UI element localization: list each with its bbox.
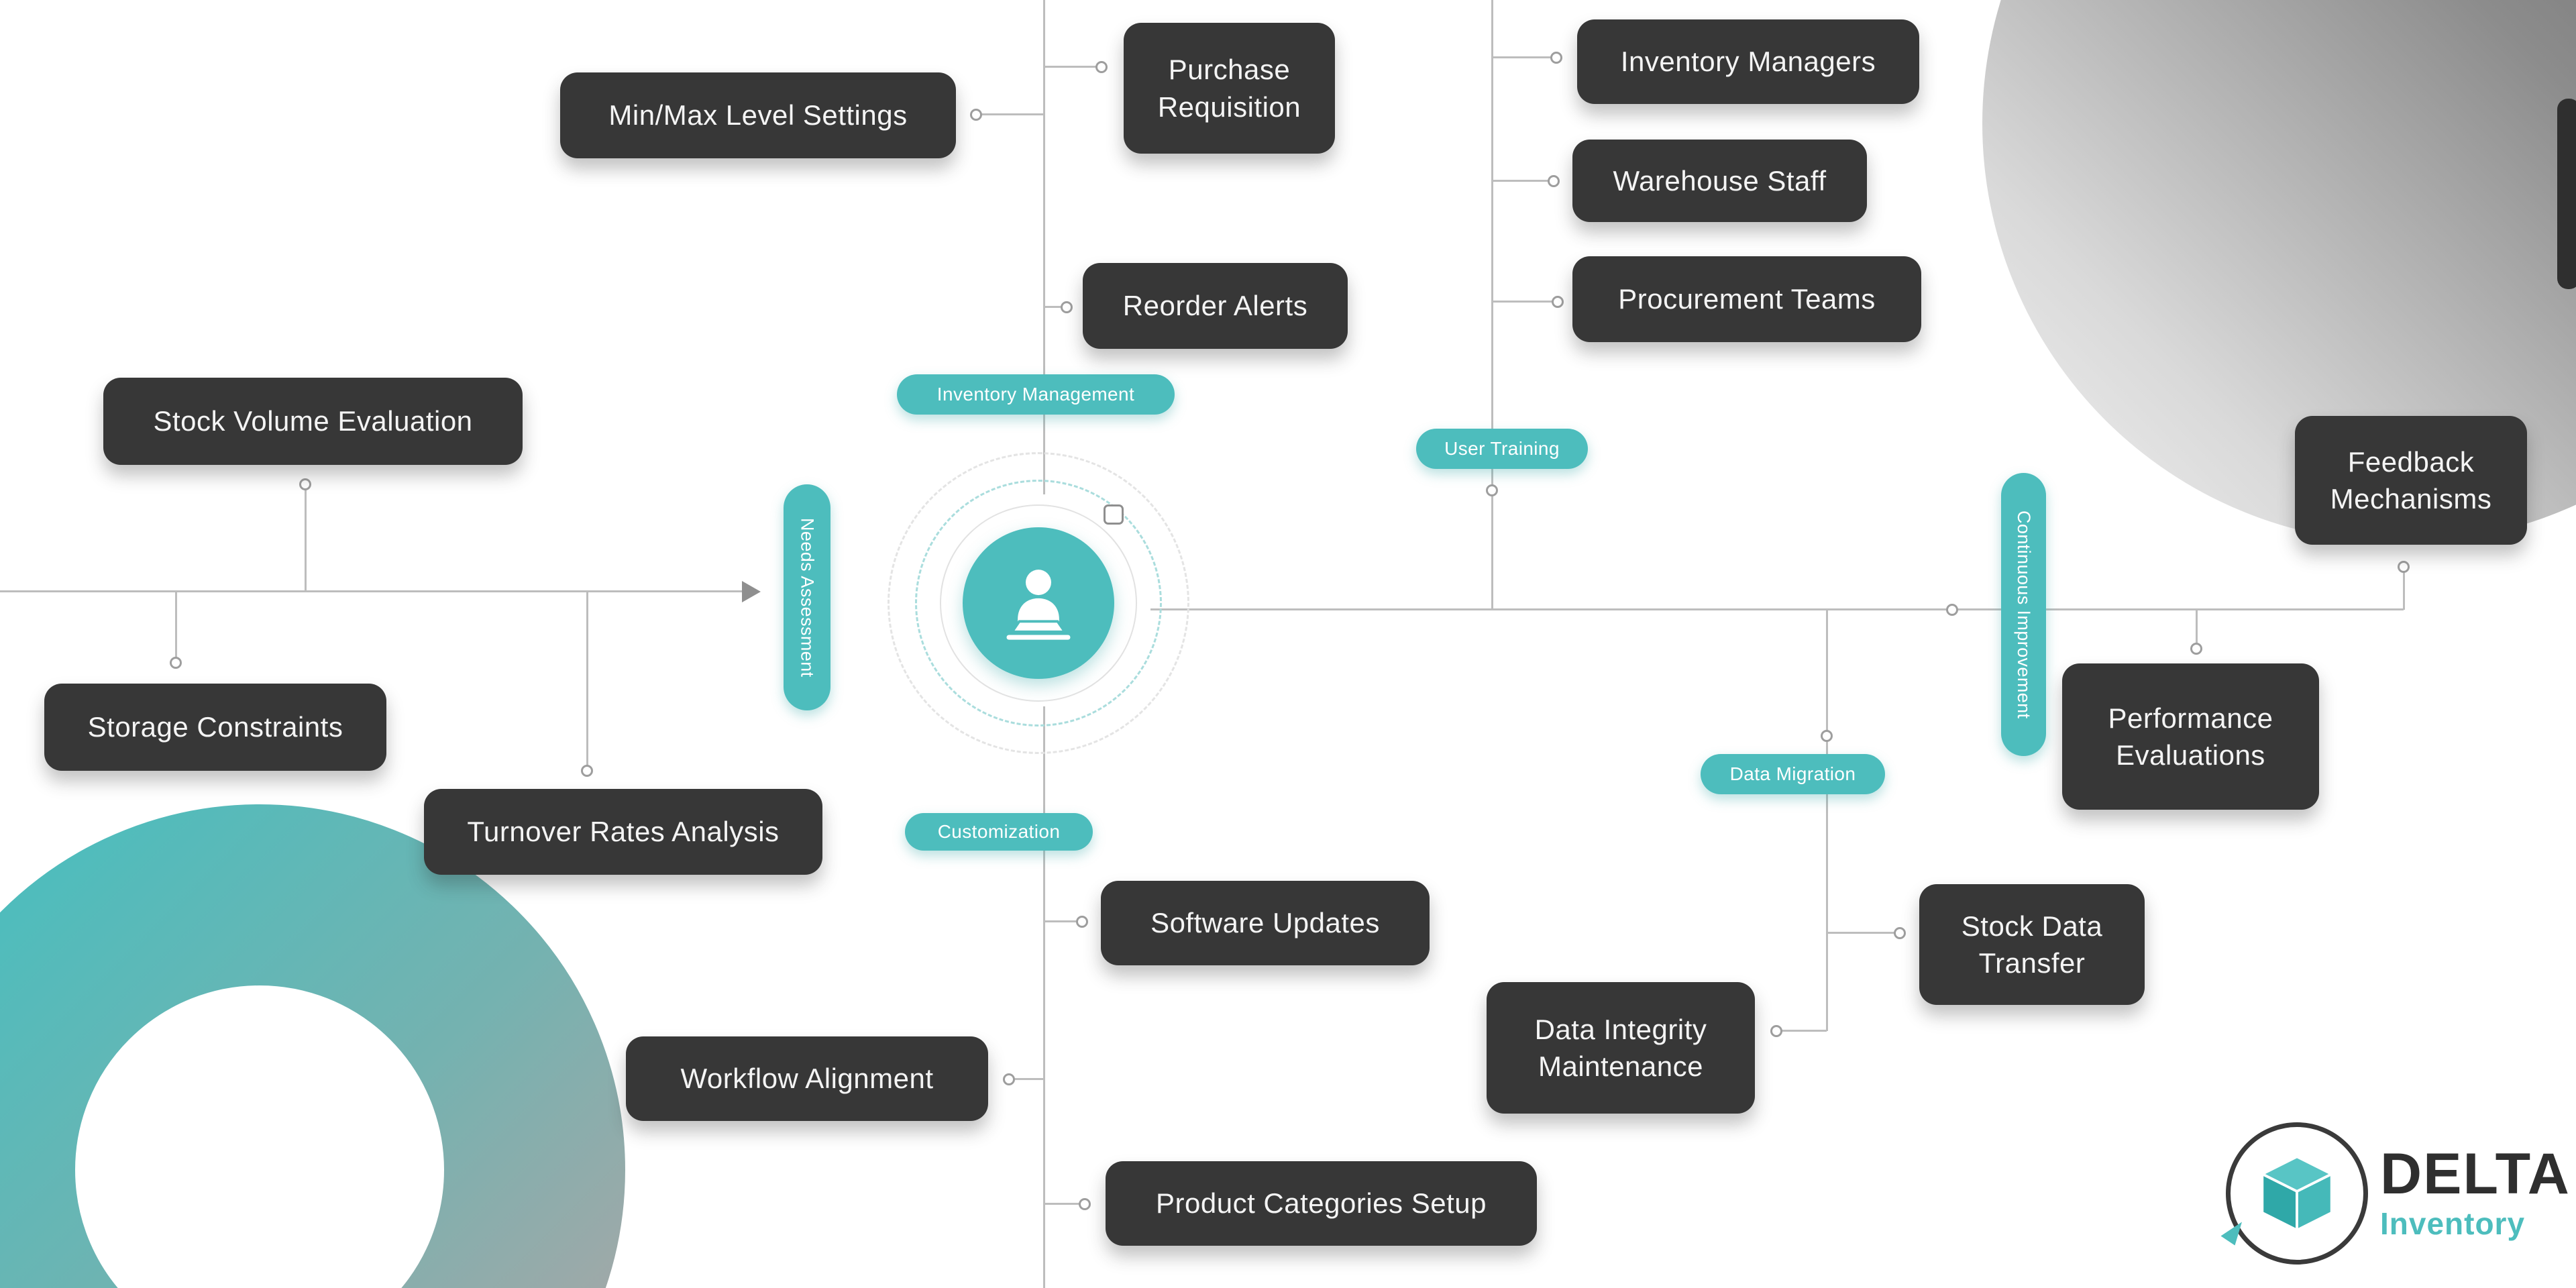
arrow-head-icon (742, 581, 761, 602)
connector-dot (1079, 1198, 1091, 1210)
connector-line (2403, 567, 2405, 610)
branch-inventory-management[interactable]: Inventory Management (897, 374, 1175, 415)
connector-dot (1061, 301, 1073, 313)
connector-line (175, 592, 177, 661)
branch-customization[interactable]: Customization (905, 813, 1093, 851)
node-stock-volume-evaluation[interactable]: Stock Volume Evaluation (103, 378, 523, 465)
connector-line (586, 592, 588, 770)
connector-dot (970, 109, 982, 121)
connector-dot (1552, 296, 1564, 308)
node-storage-constraints[interactable]: Storage Constraints (44, 684, 386, 771)
connector-dot (1821, 730, 1833, 742)
connector-line (1826, 610, 1828, 1031)
connector-line (1044, 66, 1100, 68)
logo-brand-text: DELTA (2380, 1142, 2571, 1206)
connector-line (1044, 920, 1082, 922)
center-outer-ring (888, 452, 1189, 754)
delta-logo: DELTA Inventory (2220, 1122, 2571, 1265)
node-stock-data-transfer[interactable]: Stock Data Transfer (1919, 884, 2145, 1005)
connector-line (1043, 0, 1045, 494)
node-performance-evaluations[interactable]: Performance Evaluations (2062, 663, 2319, 810)
connector-dot (1076, 916, 1088, 928)
node-data-integrity-maintenance[interactable]: Data Integrity Maintenance (1487, 982, 1755, 1114)
connector-dot (1770, 1025, 1782, 1037)
connector-line (1491, 0, 1493, 610)
node-min-max-level-settings[interactable]: Min/Max Level Settings (560, 72, 956, 158)
node-purchase-requisition[interactable]: Purchase Requisition (1124, 23, 1335, 154)
connector-dot (1550, 52, 1562, 64)
center-inner-ring (940, 504, 1137, 702)
connector-line (305, 484, 307, 592)
connector-dot (1486, 484, 1498, 496)
branch-needs-assessment[interactable]: Needs Assessment (784, 484, 830, 710)
node-feedback-mechanisms[interactable]: Feedback Mechanisms (2295, 416, 2527, 545)
center-dashed-ring (915, 480, 1162, 727)
logo-arrow-icon (2220, 1222, 2242, 1246)
logo-circle (2220, 1122, 2368, 1265)
connector-line (2196, 610, 2198, 649)
connector-line (1150, 608, 2404, 610)
decor-gradient-ring-bottom-left (0, 804, 625, 1288)
connector-dot (1894, 927, 1906, 939)
branch-data-migration[interactable]: Data Migration (1701, 754, 1885, 794)
connector-dot (1095, 61, 1108, 73)
connector-line (1491, 180, 1553, 182)
connector-line (976, 113, 1044, 115)
node-inventory-managers[interactable]: Inventory Managers (1577, 19, 1919, 104)
connector-dot (1548, 175, 1560, 187)
node-reorder-alerts[interactable]: Reorder Alerts (1083, 263, 1348, 349)
selection-handle[interactable] (1104, 504, 1124, 525)
connector-line (1827, 932, 1900, 934)
central-topic[interactable] (963, 527, 1114, 679)
connector-line (1043, 706, 1045, 1288)
node-warehouse-staff[interactable]: Warehouse Staff (1572, 140, 1867, 222)
connector-line (1044, 1203, 1085, 1205)
connector-line (1778, 1030, 1827, 1032)
node-product-categories-setup[interactable]: Product Categories Setup (1106, 1161, 1537, 1246)
node-workflow-alignment[interactable]: Workflow Alignment (626, 1036, 988, 1121)
branch-continuous-improvement[interactable]: Continuous Improvement (2001, 473, 2046, 756)
connector-dot (2190, 643, 2202, 655)
connector-line (0, 590, 742, 592)
connector-dot (299, 478, 311, 490)
node-software-updates[interactable]: Software Updates (1101, 881, 1430, 965)
person-at-laptop-icon (1006, 570, 1071, 640)
node-turnover-rates-analysis[interactable]: Turnover Rates Analysis (424, 789, 822, 875)
connector-dot (170, 657, 182, 669)
scrollbar-thumb[interactable] (2557, 99, 2576, 289)
connector-line (1044, 306, 1067, 308)
cube-icon (2259, 1155, 2334, 1232)
connector-line (1009, 1078, 1044, 1080)
connector-line (1491, 56, 1556, 58)
connector-dot (1946, 604, 1958, 616)
branch-user-training[interactable]: User Training (1416, 429, 1588, 469)
connector-dot (581, 765, 593, 777)
logo-product-text: Inventory (2380, 1206, 2526, 1241)
connector-line (1491, 301, 1557, 303)
connector-dot (1003, 1073, 1015, 1085)
connector-dot (2398, 561, 2410, 573)
node-procurement-teams[interactable]: Procurement Teams (1572, 256, 1921, 342)
